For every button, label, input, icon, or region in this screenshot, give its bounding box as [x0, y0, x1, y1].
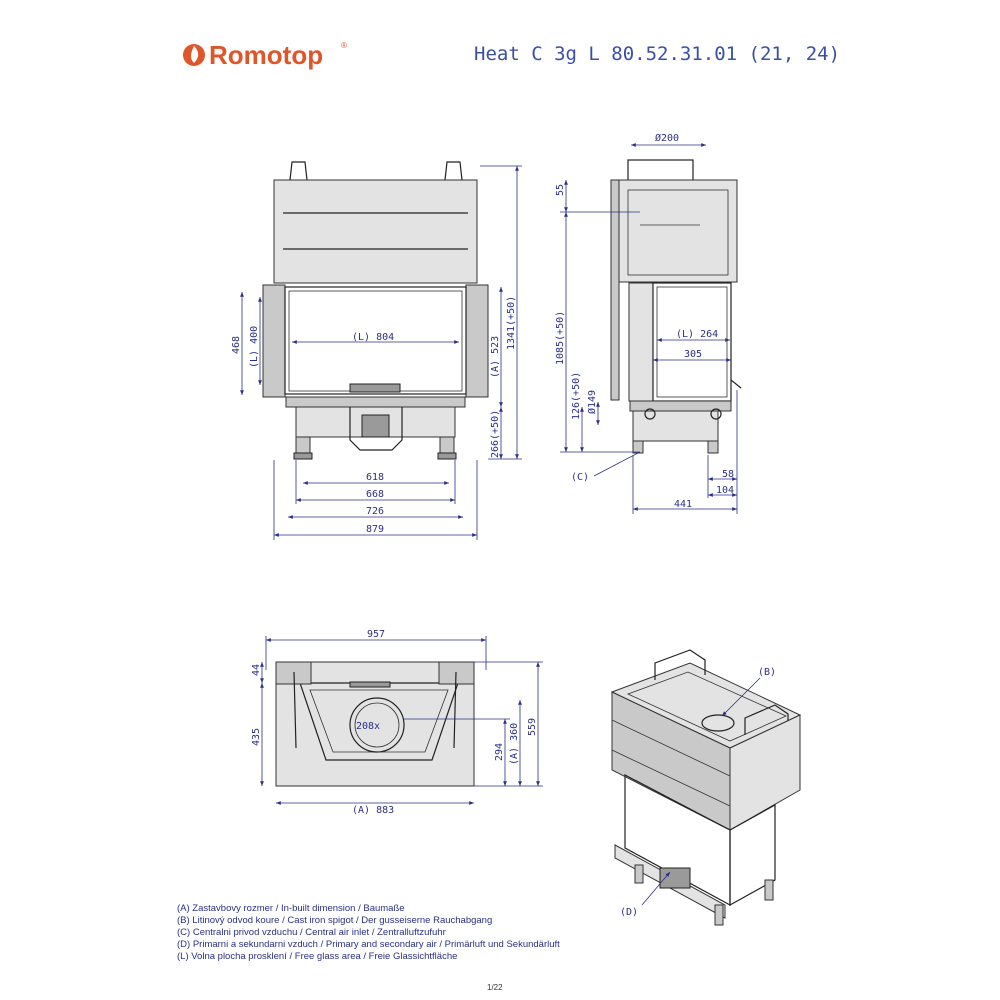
- dim-957: 957: [367, 629, 385, 640]
- romotop-logo: Romotop ®: [183, 40, 347, 70]
- dim-glass-264: (L) 264: [676, 329, 718, 340]
- legend-item-a: (A) Zastavbovy rozmer / In-built dimensi…: [177, 903, 405, 914]
- legend-item-d: (D) Primarni a sekundarni vzduch / Prima…: [177, 939, 560, 950]
- dim-668: 668: [366, 489, 384, 500]
- dim-726: 726: [366, 506, 384, 517]
- dim-435: 435: [251, 728, 262, 746]
- registered-mark: ®: [341, 41, 347, 50]
- dim-1085: 1085(+50): [555, 311, 566, 365]
- top-view: 208x 957 (A) 883 44 435 294 (A) 360 559: [251, 629, 543, 816]
- dim-523: (A) 523: [490, 336, 501, 378]
- dim-44: 44: [251, 664, 262, 676]
- dim-air-diameter: Ø149: [586, 390, 598, 414]
- callout-c: (C): [571, 472, 589, 483]
- legend-item-c: (C) Centralni privod vzduchu / Central a…: [177, 927, 446, 938]
- side-view: Ø200 55 1085(+50) 126(+50) Ø149 (L) 264: [555, 132, 742, 514]
- dim-58: 58: [722, 469, 734, 480]
- brand-name: Romotop: [209, 40, 323, 70]
- dim-glass-width: (L) 804: [352, 332, 394, 343]
- legend-item-l: (L) Volna plocha prosklení / Free glass …: [177, 951, 457, 962]
- legend: (A) Zastavbovy rozmer / In-built dimensi…: [177, 903, 560, 962]
- dim-441: 441: [674, 499, 692, 510]
- dim-883: (A) 883: [352, 805, 394, 816]
- isometric-view: (B) (D): [610, 649, 802, 926]
- callout-b: (B): [758, 667, 776, 678]
- dim-266: 266(+50): [490, 410, 501, 458]
- dim-flue-diameter: Ø200: [655, 132, 679, 144]
- dim-55: 55: [555, 184, 566, 196]
- model-title: Heat C 3g L 80.52.31.01 (21, 24): [474, 43, 840, 65]
- flue-label: 208x: [356, 721, 380, 732]
- dim-468: 468: [231, 336, 242, 354]
- dim-104: 104: [716, 485, 734, 496]
- front-view: (L) 804 618 668 726 879 468 (L) 400 (A) …: [231, 161, 522, 540]
- legend-item-b: (B) Litinový odvod koure / Cast iron spi…: [177, 915, 492, 926]
- page-number: 1/22: [487, 983, 503, 992]
- dim-294: 294: [494, 743, 505, 761]
- dim-305: 305: [684, 349, 702, 360]
- dim-1341: 1341(+50): [506, 296, 517, 350]
- flame-icon: [183, 44, 205, 66]
- dim-618: 618: [366, 472, 384, 483]
- dim-360: (A) 360: [509, 723, 520, 765]
- dim-glass-height: (L) 400: [249, 326, 260, 368]
- callout-d: (D): [620, 907, 638, 918]
- dim-126: 126(+50): [571, 372, 582, 420]
- dim-559: 559: [527, 718, 538, 736]
- dim-879: 879: [366, 524, 384, 535]
